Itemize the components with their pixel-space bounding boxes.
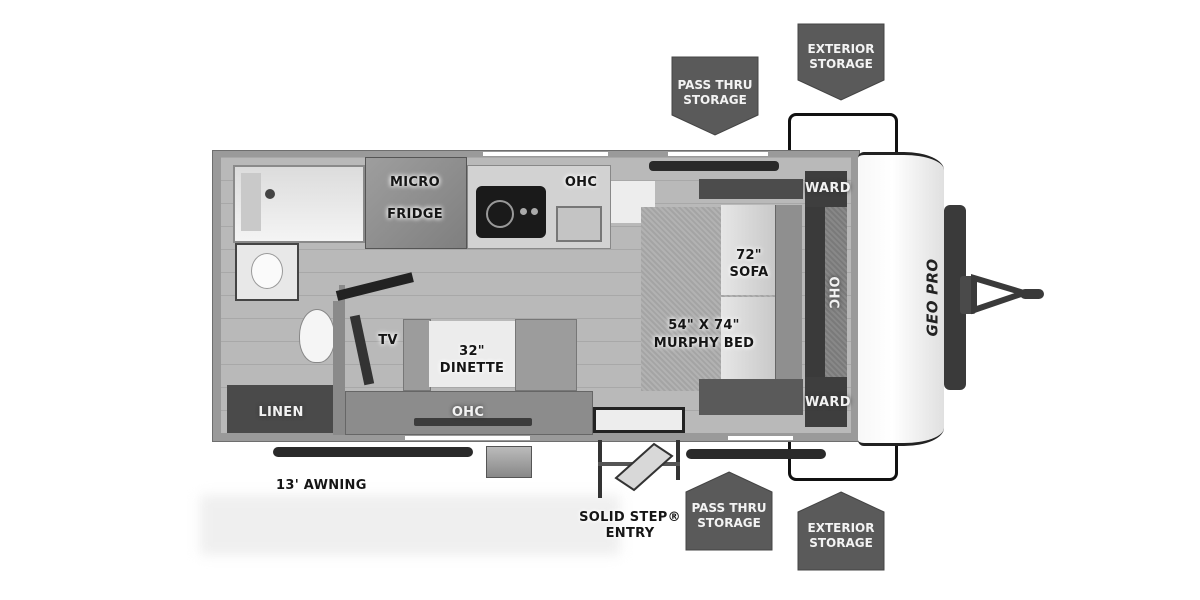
window-bottom-1 — [405, 436, 530, 440]
badge-shape-icon — [685, 471, 773, 551]
ohc-front-cabinet — [825, 207, 847, 377]
entry-door-opening — [593, 407, 685, 433]
window-top-2 — [668, 152, 768, 156]
dinette-table — [429, 321, 515, 387]
bath-wall — [333, 301, 339, 435]
exterior-storage-badge-bottom: EXTERIOR STORAGE — [796, 490, 886, 572]
toilet-icon — [299, 309, 335, 363]
linen-label: LINEN — [258, 405, 304, 420]
window-top-1 — [483, 152, 608, 156]
tub-end — [241, 173, 261, 231]
wardrobe-top — [805, 171, 847, 207]
bathtub — [233, 165, 365, 243]
pass-thru-storage-badge-top: PASS THRU STORAGE — [670, 55, 760, 137]
utility-box — [486, 446, 532, 478]
pass-thru-storage-badge-bottom: PASS THRU STORAGE — [684, 470, 774, 552]
ohc-kitchen-label: OHC — [564, 175, 598, 190]
badge-line1: PASS THRU — [691, 501, 767, 515]
entry-label-line2: ENTRY — [605, 526, 655, 541]
ground-shadow — [200, 495, 620, 555]
bed-headboard-bottom — [699, 379, 803, 415]
exterior-storage-badge-top: EXTERIOR STORAGE — [796, 22, 886, 104]
stove-cooktop — [476, 186, 546, 238]
fridge-label: FRIDGE — [387, 207, 443, 222]
badge-line2: STORAGE — [809, 536, 873, 550]
tub-drain-icon — [265, 189, 275, 199]
dinette-bench-left — [403, 319, 431, 391]
micro-fridge-cabinet — [365, 157, 467, 249]
murphy-bed-label: MURPHY BED — [653, 336, 755, 351]
ceiling-vent — [649, 161, 779, 171]
cabinet-shadow — [414, 418, 532, 426]
ward-top-label: WARD — [805, 181, 851, 196]
badge-shape-icon — [797, 491, 885, 571]
kitchen-sink — [556, 206, 602, 242]
trailer-hitch-icon — [960, 273, 1044, 315]
dinette-size-label: 32" — [459, 344, 485, 359]
burner-icon — [486, 200, 514, 228]
badge-line1: EXTERIOR — [807, 521, 875, 535]
front-storage-box-bottom — [788, 440, 898, 481]
window-bottom-2 — [728, 436, 793, 440]
awning-rail-right — [686, 449, 826, 459]
dinette-wall — [339, 285, 345, 435]
brand-logo-text: GEO PRO — [923, 258, 942, 337]
solid-step-icon — [598, 440, 680, 498]
knob-icon — [531, 208, 538, 215]
entry-label-line1: SOLID STEP® — [579, 510, 681, 525]
badge-line2: STORAGE — [697, 516, 761, 530]
badge-shape-icon — [671, 56, 759, 136]
front-cabinet-base — [805, 207, 825, 377]
sofa-size-label: 72" — [736, 248, 762, 263]
front-rock-guard — [944, 205, 966, 390]
sofa-label: SOFA — [729, 265, 769, 280]
micro-label: MICRO — [390, 175, 440, 190]
sofa-back — [775, 205, 802, 379]
ward-bottom-label: WARD — [805, 395, 851, 410]
badge-line1: EXTERIOR — [807, 42, 875, 56]
trailer-body: LINEN MICRO FRIDGE OHC TV 32" DINETTE OH… — [212, 150, 860, 442]
ohc-front-label: OHC — [825, 276, 841, 309]
front-cap — [858, 152, 944, 446]
badge-line2: STORAGE — [809, 57, 873, 71]
awning-rail-left — [273, 447, 473, 457]
badge-line2: STORAGE — [683, 93, 747, 107]
linen-cabinet — [227, 385, 335, 433]
badge-shape-icon — [797, 23, 885, 101]
badge-line1: PASS THRU — [677, 78, 753, 92]
dinette-bench-right — [515, 319, 577, 391]
dinette-label: DINETTE — [439, 361, 505, 376]
sink-basin-icon — [251, 253, 283, 289]
ohc-dinette-label: OHC — [451, 405, 485, 420]
knob-icon — [520, 208, 527, 215]
wardrobe-bottom — [805, 377, 847, 427]
awning-label: 13' AWNING — [276, 478, 367, 493]
tv-label: TV — [378, 333, 398, 348]
kitchen-counter — [467, 165, 611, 249]
bath-sink — [235, 243, 299, 301]
bed-headboard-top — [699, 179, 803, 199]
ohc-dinette-cabinet — [345, 391, 593, 435]
murphy-bed-size-label: 54" X 74" — [668, 318, 740, 333]
